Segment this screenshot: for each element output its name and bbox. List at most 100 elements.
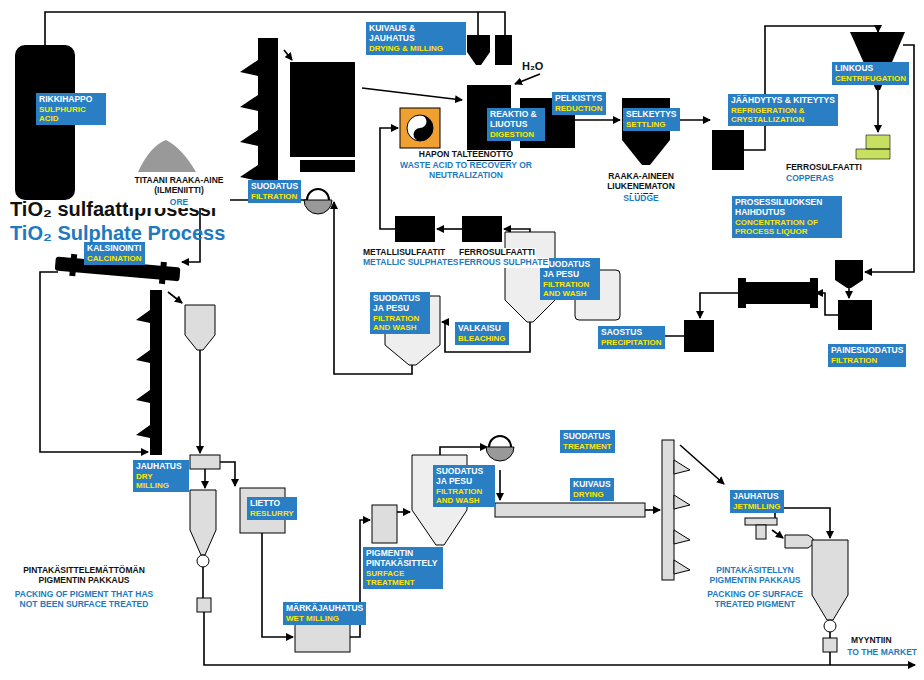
process-equipment [835,260,863,288]
finnish-text: KUIVAUS [573,480,611,490]
process-equipment [197,555,209,567]
english-text: WET MILLING [286,614,363,623]
english-text: PRECIPITATION [601,338,662,347]
finnish-text: JAUHATUS [136,462,186,472]
process-equipment [150,290,162,455]
english-text: DRY MILLING [136,472,186,490]
process-label: RIKKIHAPPOSULPHURIC ACID [36,93,106,125]
process-equipment [69,254,77,276]
finnish-text: PAINESUODATUS [831,346,903,356]
process-equipment [462,216,502,242]
english-text: FILTRATION AND WASH [436,487,492,505]
english-text: FILTRATION [831,356,903,365]
process-label: JAUHATUSJETMILLING [730,490,784,513]
english-text: REFRIGERATION & CRYSTALLIZATION [731,106,835,124]
flow-line [168,292,182,303]
process-equipment [54,253,180,286]
process-equipment [756,525,766,539]
finnish-text: PELKISTYS [555,94,603,104]
process-label: LIETTORESLURRY [247,497,297,520]
english-text: SULPHURIC ACID [39,105,103,123]
process-label: PIGMENTIN PINTAKÄSITTELYSURFACE TREATMEN… [363,547,443,589]
process-label: JAUHATUSDRY MILLING [133,460,189,492]
process-label: SUODATUSTREATMENT [560,430,615,453]
text-label: PINTAKÄSITELLYN PIGMENTIN PAKKAUS [700,566,810,586]
process-equipment [823,638,837,652]
process-equipment [295,622,350,652]
process-equipment [304,200,332,214]
finnish-text: LINKOUS [835,64,906,74]
process-equipment [372,505,397,543]
finnish-text: JÄÄHDYTYS & KITEYTYS [731,96,835,106]
finnish-text: KALSINOINTI [87,244,142,254]
text-label: SLUDGE [600,194,682,204]
text-label: PACKING OF SURFACE TREATED PIGMENT [700,590,810,610]
process-label: SAOSTUSPRECIPITATION [598,326,665,349]
text-label: COPPERAS [785,174,835,184]
text-label: WASTE ACID TO RECOVERY OR NEUTRALIZATION [395,161,537,181]
flow-line [40,272,148,452]
english-text: SURFACE TREATMENT [366,569,440,587]
process-equipment [136,310,150,438]
text-label: FERROUS SULPHATE [458,258,549,268]
flow-line [477,12,479,35]
flow-line [397,511,410,513]
flow-line [362,88,462,100]
process-equipment [812,540,848,620]
flow-line [204,612,915,665]
process-label: PROSESSILIUOKSEN HAIHDUTUSCONCENTRATION … [732,196,842,238]
text-label: TITAANI RAAKA-AINE (ILMENIITTI) [128,176,230,196]
process-equipment [15,32,905,652]
finnish-text: JAUHATUS [733,492,781,502]
process-label: PELKISTYSREDUCTION [552,92,606,115]
process-equipment [290,62,355,157]
text-label: H₂O [522,60,543,72]
finnish-text: SUODATUS [563,432,612,442]
finnish-text: SUODATUS JA PESU [543,260,597,280]
english-text: DRYING & MILLING [369,44,463,53]
process-equipment [407,115,433,141]
finnish-text: RIKKIHAPPO [39,95,103,105]
english-text: DIGESTION [490,130,542,139]
process-equipment [159,262,167,284]
flow-line [515,74,540,84]
finnish-text: PROSESSILIUOKSEN HAIHDUTUS [735,198,839,218]
process-equipment [400,108,440,148]
process-equipment [684,320,714,352]
english-text: CENTRIFUGATION [835,74,906,83]
finnish-text: MÄRKÄJAUHATUS [286,604,363,614]
flow-line [700,293,742,318]
english-text: FILTRATION [251,192,298,201]
flow-line [877,90,879,132]
text-label: ORE [128,198,230,208]
process-equipment [495,503,645,517]
process-equipment [467,35,512,65]
finnish-text: SUODATUS JA PESU [436,467,492,487]
process-equipment [824,620,836,632]
finnish-text: LIETTO [250,499,294,509]
process-equipment [745,518,777,525]
process-label: SUODATUS JA PESUFILTRATION AND WASH [433,465,495,507]
finnish-text: SUODATUS JA PESU [373,294,427,314]
diagram-subtitle: TiO₂ Sulphate Process [10,222,225,244]
text-label: TO THE MARKET [846,648,918,658]
flow-line [680,445,724,484]
process-equipment [414,115,434,141]
process-label: PAINESUODATUSFILTRATION [828,344,906,367]
process-equipment [197,598,211,612]
english-text: FILTRATION AND WASH [543,280,597,298]
english-text: DRYING [573,490,611,499]
flow-line [204,469,206,488]
flow-line [575,119,620,121]
process-label: LINKOUSCENTRIFUGATION [832,62,909,85]
process-label: JÄÄHDYTYS & KITEYTYSREFRIGERATION & CRYS… [728,94,838,126]
process-label: SUODATUS JA PESUFILTRATION AND WASH [370,292,430,334]
flow-line [220,462,235,486]
process-label: SUODATUSFILTRATION [248,180,301,203]
text-label: PINTAKÄSITTELEMÄTTÖMÄN PIGMENTIN PAKKAUS [8,566,160,586]
flow-line [772,530,783,538]
process-equipment [190,455,220,469]
flow-line [284,50,292,60]
english-text: CONCENTRATION OF PROCESS LIQUOR [735,218,839,236]
process-equipment [300,160,355,172]
